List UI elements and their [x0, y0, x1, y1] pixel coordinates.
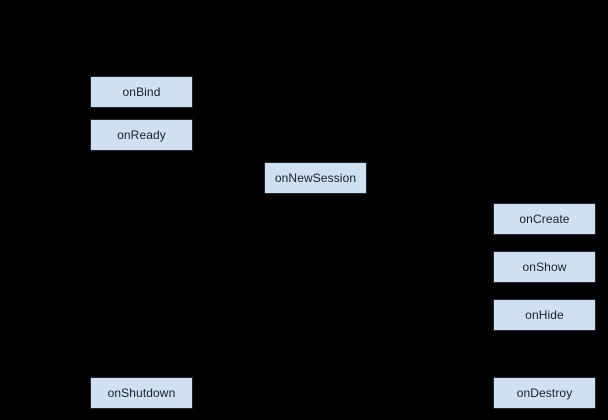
- node-label-on-new-session: onNewSession: [274, 171, 357, 185]
- node-on-ready[interactable]: onReady: [90, 119, 193, 151]
- node-label-on-shutdown: onShutdown: [107, 386, 176, 400]
- node-label-on-hide: onHide: [525, 308, 564, 322]
- node-label-on-bind: onBind: [122, 85, 161, 99]
- node-on-new-session[interactable]: onNewSession: [264, 162, 367, 194]
- node-on-shutdown[interactable]: onShutdown: [90, 377, 193, 409]
- node-label-on-show: onShow: [522, 260, 567, 274]
- node-label-on-create: onCreate: [519, 212, 570, 226]
- edge-on-new-session-to-on-create: [367, 177, 493, 222]
- node-on-destroy[interactable]: onDestroy: [493, 377, 596, 409]
- node-label-on-destroy: onDestroy: [516, 386, 573, 400]
- node-on-bind[interactable]: onBind: [90, 76, 193, 108]
- node-on-show[interactable]: onShow: [493, 251, 596, 283]
- node-on-create[interactable]: onCreate: [493, 203, 596, 235]
- edge-on-ready-to-on-new-session: [140, 151, 264, 181]
- node-label-on-ready: onReady: [117, 128, 166, 142]
- node-on-hide[interactable]: onHide: [493, 299, 596, 331]
